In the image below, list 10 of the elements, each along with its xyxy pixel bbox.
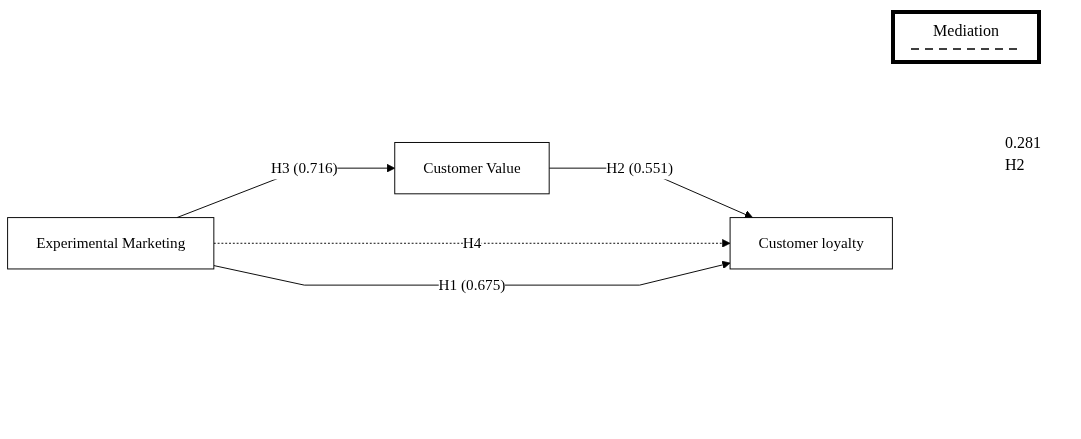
edge-label: H2 (0.551)	[606, 159, 674, 176]
node-box: Customer loyalty	[729, 217, 893, 270]
node-box: Experimental Marketing	[7, 217, 215, 270]
edge-label: H1 (0.675)	[438, 276, 506, 293]
edge-label: H4	[462, 234, 482, 251]
legend-text: Mediation	[933, 22, 999, 39]
edge-label: H3 (0.716)	[270, 159, 338, 176]
coefficient-label: H2	[1005, 156, 1026, 174]
node-box: Customer Value	[394, 142, 550, 195]
coefficient-label: 0.281	[1005, 134, 1041, 152]
